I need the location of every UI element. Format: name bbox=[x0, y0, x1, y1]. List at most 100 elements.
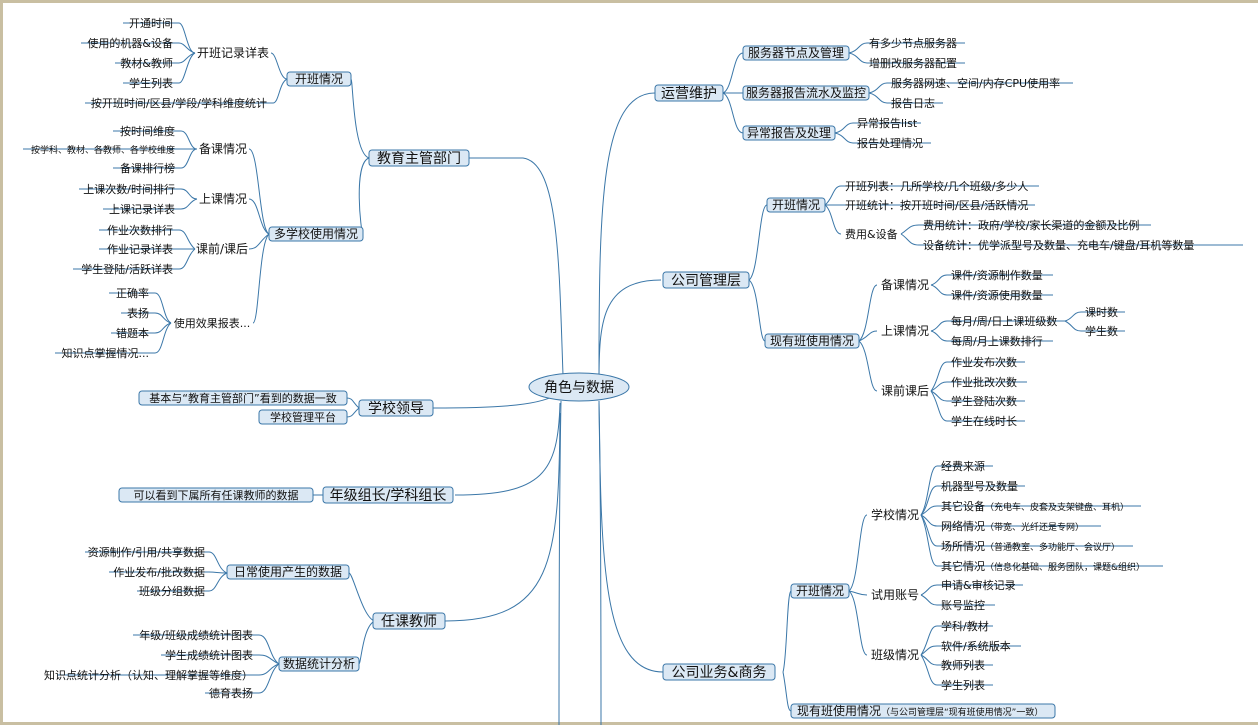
edu-kaiban-label: 开班情况 bbox=[295, 72, 343, 86]
biz-class-item: 学科/教材 bbox=[941, 619, 989, 633]
biz-trial-label: 试用账号 bbox=[871, 587, 919, 602]
company-fee-label: 费用&设备 bbox=[845, 227, 898, 241]
company-shangke-item: 每月/周/日上课班级数 bbox=[951, 314, 1057, 328]
ops-node[interactable] bbox=[654, 84, 724, 102]
edu-record-item: 教材&教师 bbox=[120, 56, 173, 70]
edu-effect-item: 表扬 bbox=[127, 306, 149, 320]
edu-kehou-item: 作业记录详表 bbox=[107, 242, 173, 256]
edu-beike-item: 按学科、教材、各教师、各学校维度 bbox=[31, 144, 175, 156]
edu-node[interactable] bbox=[368, 149, 470, 167]
edu-record-item: 学生列表 bbox=[129, 76, 173, 90]
company-kaiban-label: 开班情况 bbox=[772, 198, 820, 212]
biz-trial-item: 申请&审核记录 bbox=[941, 578, 1016, 592]
company-kehou-item: 学生在线时长 bbox=[951, 414, 1017, 428]
edu-multi-label: 多学校使用情况 bbox=[274, 226, 358, 241]
biz-school-label: 学校情况 bbox=[871, 507, 919, 522]
ops-node-label: 服务器节点及管理 bbox=[748, 45, 844, 60]
ops-report-item: 报告日志 bbox=[891, 96, 935, 110]
teacher-daily-item: 资源制作/引用/共享数据 bbox=[88, 545, 205, 559]
edu-record-item: 使用的机器&设备 bbox=[87, 36, 173, 50]
company-kaiban-node[interactable] bbox=[766, 197, 826, 213]
biz-node[interactable] bbox=[662, 663, 776, 681]
school-item-node[interactable] bbox=[258, 409, 348, 425]
company-shangke-sub: 课时数 bbox=[1085, 306, 1118, 319]
edu-record-label: 开班记录详表 bbox=[197, 45, 269, 60]
edu-beike-label: 备课情况 bbox=[199, 142, 247, 156]
company-kehou-item: 作业发布次数 bbox=[951, 355, 1017, 369]
biz-current-label: 现有班使用情况（与公司管理层“现有班使用情况”一致） bbox=[797, 703, 1043, 718]
edu-beike-item: 备课排行榜 bbox=[120, 161, 175, 175]
biz-class-label: 班级情况 bbox=[871, 648, 919, 662]
edu-kaiban-stat: 按开班时间/区县/学段/学科维度统计 bbox=[91, 96, 267, 110]
school-item: 学校管理平台 bbox=[270, 410, 336, 424]
edu-kehou-label: 课前/课后 bbox=[196, 241, 248, 256]
grade-item-node[interactable] bbox=[118, 487, 314, 503]
school-item: 基本与“教育主管部门”看到的数据一致 bbox=[149, 391, 336, 405]
edu-beike-item: 按时间维度 bbox=[120, 124, 175, 138]
teacher-analysis-item: 德育表扬 bbox=[209, 686, 253, 700]
teacher-analysis-node[interactable] bbox=[278, 656, 360, 672]
teacher-daily-node[interactable] bbox=[226, 564, 350, 580]
company-kehou-item: 学生登陆次数 bbox=[951, 394, 1017, 408]
teacher-daily-label: 日常使用产生的数据 bbox=[234, 564, 342, 579]
biz-kaiban-node[interactable] bbox=[790, 583, 850, 599]
ops-report-label: 服务器报告流水及监控 bbox=[746, 85, 866, 100]
edu-effect-item: 知识点掌握情况... bbox=[62, 346, 150, 360]
grade-item: 可以看到下属所有任课教师的数据 bbox=[134, 488, 299, 502]
edu-shangke-item: 上课记录详表 bbox=[109, 202, 175, 216]
edu-shangke-label: 上课情况 bbox=[199, 192, 247, 206]
ops-abnormal-node[interactable] bbox=[742, 125, 836, 141]
ops-label: 运营维护 bbox=[661, 86, 717, 102]
biz-class-item: 学生列表 bbox=[941, 678, 985, 692]
company-kaiban-list: 开班列表：几所学校/几个班级/多少人 bbox=[845, 179, 1028, 193]
edu-kaiban-node[interactable] bbox=[286, 71, 352, 87]
teacher-analysis-item: 学生成绩统计图表 bbox=[165, 648, 253, 662]
teacher-daily-item: 作业发布/批改数据 bbox=[113, 565, 205, 579]
company-shangke-sub: 学生数 bbox=[1085, 324, 1118, 338]
ops-abnormal-item: 报告处理情况 bbox=[857, 136, 923, 150]
teacher-analysis-label: 数据统计分析 bbox=[283, 656, 355, 671]
grade-label: 年级组长/学科组长 bbox=[330, 488, 447, 504]
edu-shangke-item: 上课次数/时间排行 bbox=[83, 182, 175, 196]
ops-abnormal-item: 异常报告list bbox=[857, 116, 918, 130]
center-node[interactable] bbox=[528, 372, 630, 402]
biz-kaiban-label: 开班情况 bbox=[796, 584, 844, 598]
biz-label: 公司业务&商务 bbox=[672, 665, 767, 681]
ops-node-item: 有多少节点服务器 bbox=[869, 36, 957, 50]
teacher-label: 任课教师 bbox=[381, 614, 437, 630]
company-shangke-label: 上课情况 bbox=[881, 324, 929, 338]
center-label: 角色与数据 bbox=[544, 379, 614, 396]
edu-effect-item: 错题本 bbox=[116, 326, 149, 340]
company-current-label: 现有班使用情况 bbox=[770, 333, 854, 348]
company-beike-item: 课件/资源使用数量 bbox=[951, 288, 1043, 302]
company-beike-item: 课件/资源制作数量 bbox=[951, 268, 1043, 282]
edu-effect-item: 正确率 bbox=[116, 286, 149, 300]
ops-node-item: 增删改服务器配置 bbox=[869, 56, 957, 70]
ops-abnormal-label: 异常报告及处理 bbox=[747, 125, 831, 140]
ops-report-item: 服务器网速、空间/内存CPU使用率 bbox=[891, 76, 1060, 90]
ops-report-node[interactable] bbox=[742, 85, 870, 101]
school-item-node[interactable] bbox=[138, 390, 348, 406]
edu-multi-node[interactable] bbox=[268, 226, 364, 242]
edu-effect-label: 使用效果报表... bbox=[174, 316, 251, 330]
ops-node-node[interactable] bbox=[742, 45, 850, 61]
biz-school-item: 网络情况（带宽、光纤还是专网） bbox=[941, 519, 1084, 533]
biz-current-node[interactable] bbox=[790, 703, 1056, 719]
teacher-node[interactable] bbox=[372, 612, 446, 630]
biz-class-item: 教师列表 bbox=[941, 658, 985, 672]
biz-school-item: 机器型号及数量 bbox=[941, 479, 1018, 493]
teacher-daily-item: 班级分组数据 bbox=[139, 584, 205, 598]
biz-school-item: 场所情况（普通教室、多功能厅、会议厅） bbox=[941, 539, 1120, 553]
biz-trial-item: 账号监控 bbox=[941, 598, 985, 612]
company-kaiban-stat: 开班统计：按开班时间/区县/活跃情况 bbox=[845, 198, 1028, 212]
school-label: 学校领导 bbox=[368, 400, 424, 417]
company-shangke-item: 每周/月上课数排行 bbox=[951, 334, 1043, 348]
company-current-node[interactable] bbox=[764, 333, 860, 349]
edu-label: 教育主管部门 bbox=[377, 151, 461, 167]
connector-lines bbox=[23, 22, 1243, 725]
company-node[interactable] bbox=[662, 271, 750, 289]
company-beike-label: 备课情况 bbox=[881, 278, 929, 292]
teacher-analysis-item: 年级/班级成绩统计图表 bbox=[139, 628, 253, 642]
biz-school-item: 其它情况（信息化基础、服务团队，课题&组织） bbox=[941, 559, 1145, 573]
